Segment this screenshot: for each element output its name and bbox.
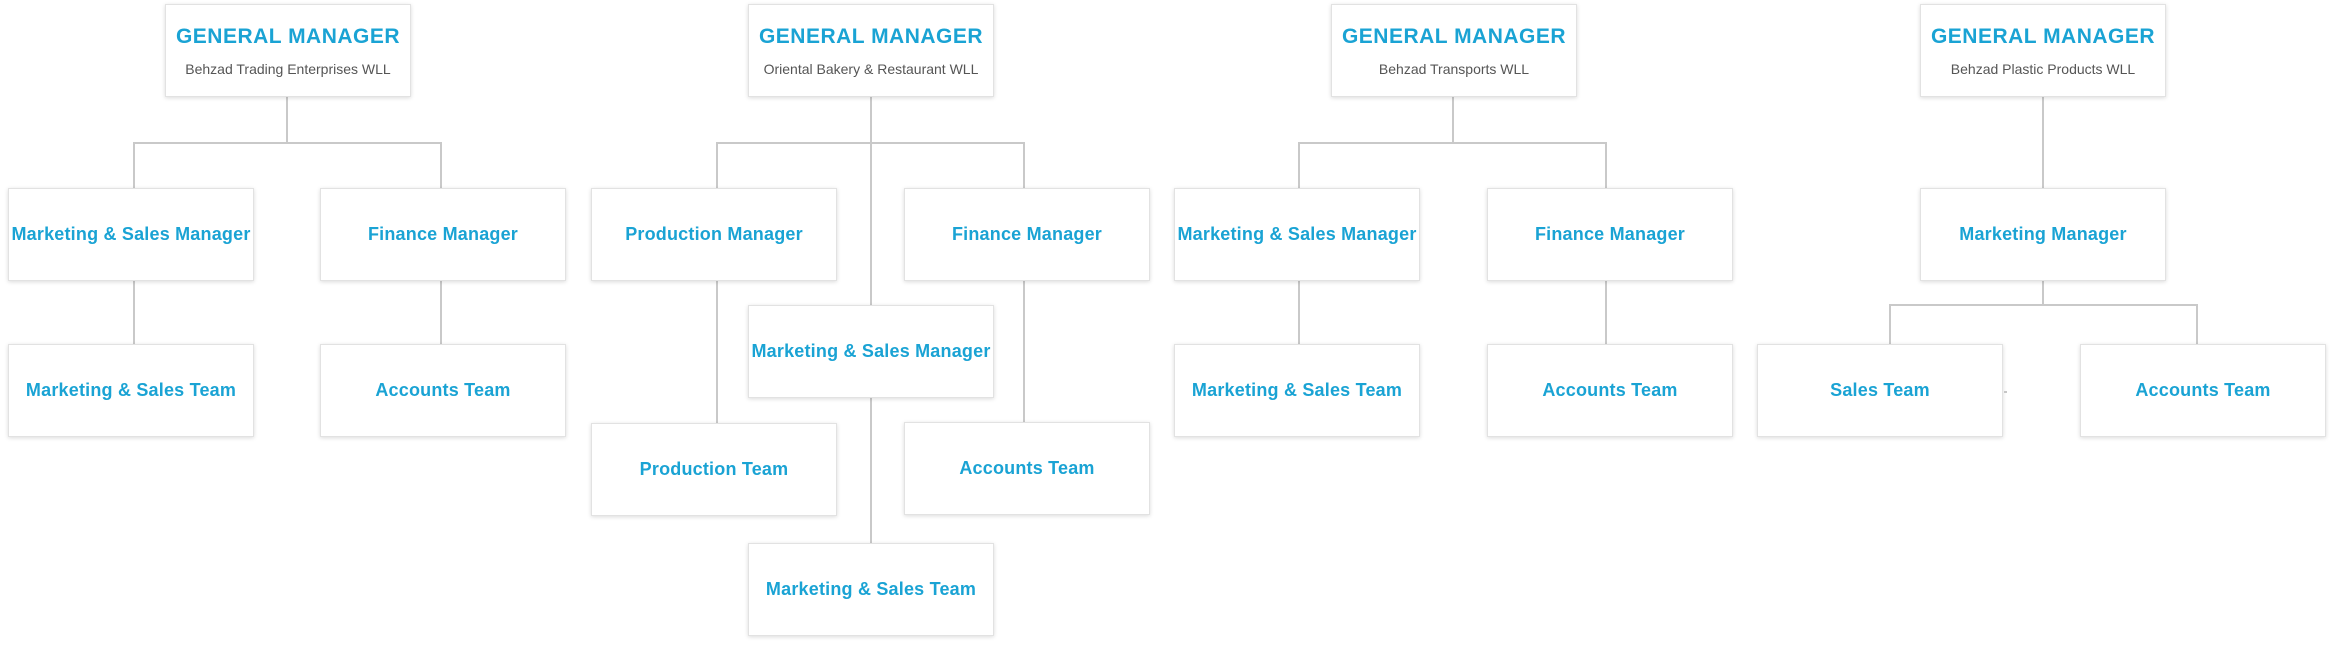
c4-marketing-manager-card: Marketing Manager [1920, 188, 2166, 281]
c4-company-name: Behzad Plastic Products WLL [1950, 60, 2136, 77]
connector-c1-gm [133, 96, 442, 189]
c1-finance-manager-label: Finance Manager [367, 224, 519, 244]
c2-production-manager-label: Production Manager [625, 224, 803, 244]
c3-general-manager-title: GENERAL MANAGER [1341, 24, 1567, 48]
c1-marketing-sales-manager-card: Marketing & Sales Manager [8, 188, 254, 281]
c3-general-manager-card: GENERAL MANAGER Behzad Transports WLL [1331, 4, 1577, 97]
c2-marketing-sales-team-card: Marketing & Sales Team [748, 543, 994, 636]
c2-production-team-label: Production Team [639, 459, 789, 479]
c1-finance-manager-card: Finance Manager [320, 188, 566, 281]
c4-marketing-manager-label: Marketing Manager [1959, 224, 2127, 244]
c2-finance-manager-label: Finance Manager [951, 224, 1103, 244]
c2-accounts-team-card: Accounts Team [904, 422, 1150, 515]
c1-general-manager-title: GENERAL MANAGER [175, 24, 401, 48]
c2-finance-manager-card: Finance Manager [904, 188, 1150, 281]
c3-marketing-sales-team-label: Marketing & Sales Team [1191, 380, 1403, 400]
c2-production-team-card: Production Team [591, 423, 837, 516]
c2-production-manager-card: Production Manager [591, 188, 837, 281]
c2-company-name: Oriental Bakery & Restaurant WLL [763, 60, 979, 77]
c2-accounts-team-label: Accounts Team [959, 458, 1095, 478]
c2-marketing-sales-manager-label: Marketing & Sales Manager [751, 341, 991, 361]
c3-marketing-sales-manager-card: Marketing & Sales Manager [1174, 188, 1420, 281]
c1-marketing-sales-team-card: Marketing & Sales Team [8, 344, 254, 437]
c3-finance-manager-card: Finance Manager [1487, 188, 1733, 281]
c1-marketing-sales-manager-label: Marketing & Sales Manager [11, 224, 251, 244]
c4-sales-team-card: Sales Team [1757, 344, 2003, 437]
c3-finance-manager-label: Finance Manager [1534, 224, 1686, 244]
stray-mark [2004, 391, 2007, 393]
c1-company-name: Behzad Trading Enterprises WLL [185, 60, 391, 77]
c4-accounts-team-card: Accounts Team [2080, 344, 2326, 437]
c3-accounts-team-card: Accounts Team [1487, 344, 1733, 437]
connector-c3-gm [1298, 96, 1607, 189]
c4-general-manager-title: GENERAL MANAGER [1930, 24, 2156, 48]
c3-company-name: Behzad Transports WLL [1378, 60, 1530, 77]
c1-marketing-sales-team-label: Marketing & Sales Team [25, 380, 237, 400]
c1-general-manager-card: GENERAL MANAGER Behzad Trading Enterpris… [165, 4, 411, 97]
c2-marketing-sales-team-label: Marketing & Sales Team [765, 579, 977, 599]
c4-sales-team-label: Sales Team [1830, 380, 1930, 400]
c4-general-manager-card: GENERAL MANAGER Behzad Plastic Products … [1920, 4, 2166, 97]
connector-c4-mgr [1889, 280, 2198, 345]
c2-marketing-sales-manager-card: Marketing & Sales Manager [748, 305, 994, 398]
c3-marketing-sales-team-card: Marketing & Sales Team [1174, 344, 1420, 437]
c1-accounts-team-label: Accounts Team [375, 380, 511, 400]
c2-general-manager-card: GENERAL MANAGER Oriental Bakery & Restau… [748, 4, 994, 97]
c2-general-manager-title: GENERAL MANAGER [758, 24, 984, 48]
c3-marketing-sales-manager-label: Marketing & Sales Manager [1177, 224, 1417, 244]
c1-accounts-team-card: Accounts Team [320, 344, 566, 437]
c4-accounts-team-label: Accounts Team [2135, 380, 2271, 400]
c3-accounts-team-label: Accounts Team [1542, 380, 1678, 400]
connector-c2-gm [716, 96, 1025, 189]
